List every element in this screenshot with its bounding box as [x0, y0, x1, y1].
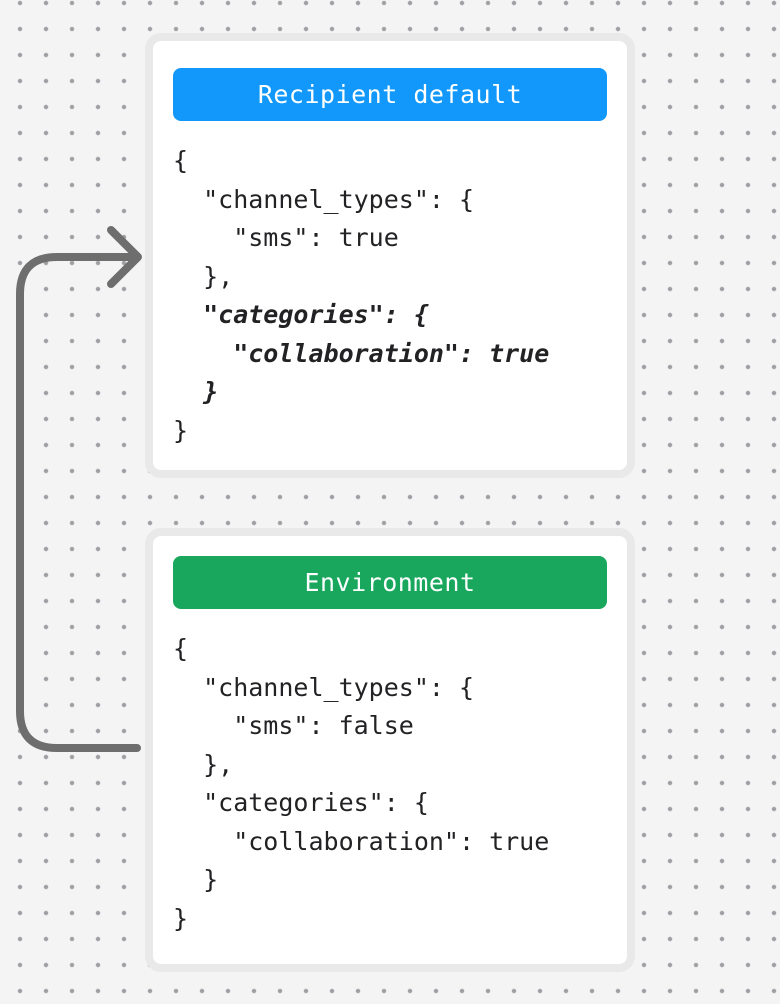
code-line: }	[173, 865, 219, 894]
environment-code: { "channel_types": { "sms": false }, "ca…	[173, 630, 607, 938]
code-line: "categories": {	[173, 300, 429, 329]
recipient-default-header: Recipient default	[173, 68, 607, 121]
code-line: }	[173, 415, 189, 445]
recipient-default-code: { "channel_types": { "sms": true }, "cat…	[173, 142, 607, 450]
code-line: "channel_types": {	[173, 184, 475, 214]
code-line: },	[173, 261, 234, 291]
code-line: "channel_types": {	[173, 672, 475, 702]
code-line: "collaboration": true	[173, 338, 550, 368]
code-line: "collaboration": true	[173, 826, 550, 856]
card-recipient-default: Recipient default { "channel_types": { "…	[145, 33, 635, 478]
flow-arrow-path	[16, 226, 142, 752]
code-line: },	[173, 749, 234, 779]
code-line: }	[173, 377, 219, 406]
code-line: {	[173, 634, 189, 663]
code-line: {	[173, 146, 189, 175]
code-line: "categories": {	[173, 788, 429, 817]
code-line: "sms": true	[173, 223, 399, 252]
card-environment: Environment { "channel_types": { "sms": …	[145, 528, 635, 972]
code-line: "sms": false	[173, 711, 414, 740]
environment-header: Environment	[173, 556, 607, 609]
code-line: }	[173, 903, 189, 933]
